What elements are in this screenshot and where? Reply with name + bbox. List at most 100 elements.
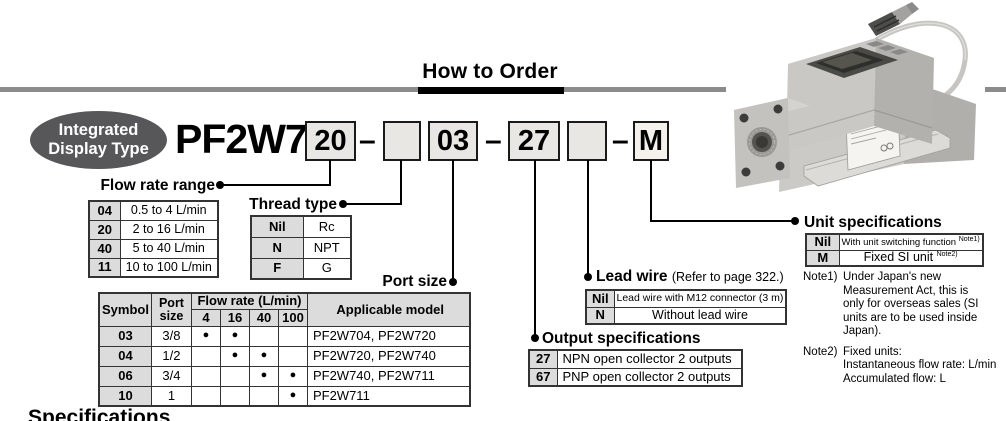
model-cell: PF2W740, PF2W711 <box>306 365 471 387</box>
code-cell: Nil <box>805 233 840 251</box>
model-prefix: PF2W7 <box>175 116 308 162</box>
flow-dot-cell <box>190 385 221 407</box>
lead-wire-table: Nil Lead wire with M12 connector (3 m) N… <box>585 289 788 325</box>
table-row: 40 5 to 40 L/min <box>88 238 219 259</box>
flow-dot-cell: ● <box>277 365 308 387</box>
desc-cell: 0.5 to 4 L/min <box>119 200 219 221</box>
note-ref: Note1) <box>958 236 980 244</box>
note-2-line: Accumulated flow: L <box>843 372 946 385</box>
lead-wire-label-text: Lead wire <box>596 268 668 285</box>
table-row: 20 2 to 16 L/min <box>88 219 219 240</box>
header-flow-16: 16 <box>219 308 250 327</box>
table-row: M Fixed SI unit Note2) <box>805 249 984 267</box>
desc-cell: 2 to 16 L/min <box>119 219 219 240</box>
flow-rate-range-table: 04 0.5 to 4 L/min 20 2 to 16 L/min 40 5 … <box>88 200 219 278</box>
code-cell: Nil <box>585 289 615 308</box>
flow-dot-cell <box>190 365 221 387</box>
model-dash-1: – <box>359 124 376 157</box>
symbol-cell: 04 <box>98 345 152 367</box>
header-applicable-model: Applicable model <box>306 292 471 327</box>
lead-wire-label: Lead wire (Refer to page 322.) <box>596 268 784 286</box>
flow-dot-cell <box>219 365 250 387</box>
flow-dot-cell: ● <box>190 325 221 347</box>
table-row: 06 3/4 ● ● PF2W740, PF2W711 <box>98 365 471 387</box>
unit-specs-table: Nil With unit switching function Note1) … <box>805 233 984 267</box>
table-row: 03 3/8 ● ● PF2W704, PF2W720 <box>98 325 471 347</box>
header-symbol: Symbol <box>98 292 152 327</box>
code-cell: 40 <box>88 238 121 259</box>
header-port-size: Port size <box>150 292 192 327</box>
desc-cell: NPN open collector 2 outputs <box>556 349 743 369</box>
lead-wire-code-box <box>567 121 607 161</box>
connector-dot-output <box>531 334 539 342</box>
flow-dot-cell <box>277 325 308 347</box>
note-1: Note1) Under Japan's new Measurement Act… <box>803 271 1006 339</box>
flow-dot-cell: ● <box>277 385 308 407</box>
connector-line-unit <box>650 160 652 222</box>
code-cell: M <box>805 249 840 267</box>
desc-cell: Lead wire with M12 connector (3 m) <box>613 289 787 308</box>
code-cell: N <box>585 306 615 325</box>
desc-cell: With unit switching function Note1) <box>838 233 984 251</box>
output-spec-code-box: 27 <box>508 121 560 161</box>
note-2: Note2) Fixed units: Instantaneous flow r… <box>803 346 1006 387</box>
flow-dot-cell <box>248 385 279 407</box>
header-flow-100: 100 <box>277 308 308 327</box>
flow-dot-cell: ● <box>248 345 279 367</box>
connector-line-leadwire <box>587 160 589 277</box>
table-row: N NPT <box>250 236 352 259</box>
header-flow-40: 40 <box>248 308 279 327</box>
header-flow-4: 4 <box>190 308 221 327</box>
note-1-head: Note1) <box>803 271 838 283</box>
table-row: Nil Rc <box>250 215 352 238</box>
table-row: F G <box>250 257 352 280</box>
product-photo <box>726 2 1006 198</box>
note-1-line: Measurement Act, this is <box>843 284 969 297</box>
flow-dot-cell <box>190 345 221 367</box>
connector-line-port <box>452 160 454 282</box>
connector-dot-leadwire <box>584 273 592 281</box>
code-cell: 67 <box>528 367 558 387</box>
note-1-line: only for overseas sales (SI <box>843 298 979 310</box>
desc-cell: 5 to 40 L/min <box>119 238 219 259</box>
connector-line-thread-h <box>345 203 402 205</box>
desc-cell: Without lead wire <box>613 306 787 325</box>
table-row: Nil Lead wire with M12 connector (3 m) <box>585 289 787 308</box>
table-row: 27 NPN open collector 2 outputs <box>528 349 743 369</box>
note-2-line: Instantaneous flow rate: L/min <box>843 359 997 371</box>
desc-cell: PNP open collector 2 outputs <box>556 367 743 387</box>
flow-rate-range-label: Flow rate range <box>100 177 215 194</box>
flow-dot-cell <box>277 345 308 367</box>
code-cell: 27 <box>528 349 558 369</box>
table-row: N Without lead wire <box>585 306 787 325</box>
note-2-line: Fixed units: <box>843 345 902 358</box>
desc-cell: Fixed SI unit Note2) <box>838 249 984 267</box>
port-cell: 1/2 <box>150 345 192 367</box>
symbol-cell: 10 <box>98 385 152 407</box>
flow-dot-cell <box>219 385 250 407</box>
connector-dot-flow <box>216 181 224 189</box>
note-1-line: Japan). <box>843 325 882 337</box>
code-cell: Nil <box>250 215 304 238</box>
note-2-head: Note2) <box>803 345 838 358</box>
flow-dot-cell: ● <box>248 365 279 387</box>
code-cell: 04 <box>88 200 121 221</box>
table-row: 04 1/2 ● ● PF2W720, PF2W740 <box>98 345 471 367</box>
model-cell: PF2W704, PF2W720 <box>306 325 471 347</box>
badge-line2: Display Type <box>48 140 149 158</box>
output-specs-table: 27 NPN open collector 2 outputs 67 PNP o… <box>528 349 743 387</box>
model-dash-3: – <box>612 124 629 157</box>
note-ref: Note2) <box>936 251 958 259</box>
table-row: 67 PNP open collector 2 outputs <box>528 367 743 387</box>
connector-dot-thread <box>339 200 347 208</box>
badge-line1: Integrated <box>58 121 139 139</box>
desc-cell: Rc <box>302 215 352 238</box>
code-cell: 11 <box>88 257 121 278</box>
integrated-display-type-badge: Integrated Display Type <box>30 111 167 169</box>
desc-cell: NPT <box>302 236 352 259</box>
connector-dot-port <box>449 278 457 286</box>
flow-switch-illustration <box>726 2 985 198</box>
title-underline <box>418 87 564 94</box>
port-size-label: Port size <box>382 273 447 290</box>
